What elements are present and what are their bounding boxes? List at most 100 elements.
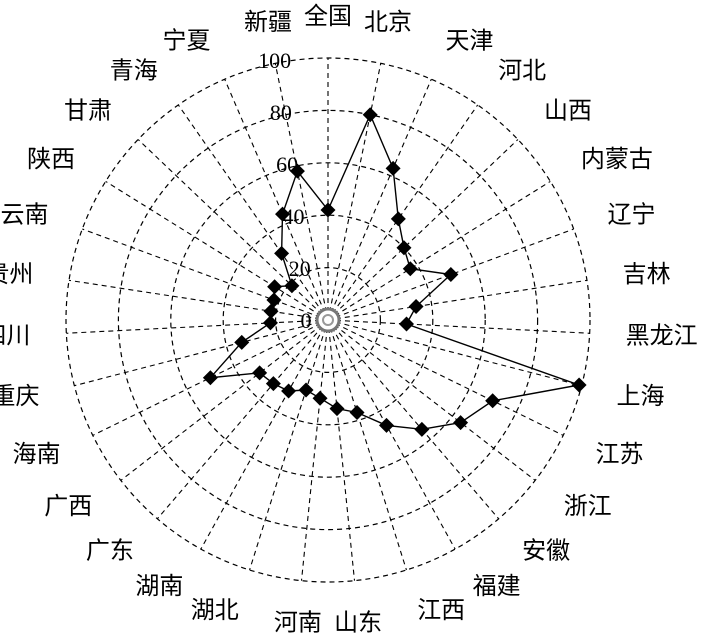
category-label: 湖南 <box>135 572 183 600</box>
data-point-内蒙古 <box>402 261 418 277</box>
category-label: 甘肃 <box>64 97 112 125</box>
category-label: 浙江 <box>564 492 612 520</box>
grid-spoke <box>335 321 582 387</box>
category-label: 江苏 <box>596 440 644 468</box>
data-point-新疆 <box>289 163 305 179</box>
category-label: 陕西 <box>27 145 75 173</box>
grid-spoke <box>334 323 564 436</box>
grid-spoke <box>329 327 407 571</box>
grid-ring-80 <box>117 109 539 531</box>
category-label: 福建 <box>473 572 521 600</box>
category-label: 山东 <box>334 608 382 636</box>
grid-spoke <box>120 324 323 481</box>
grid-spoke <box>328 327 356 581</box>
category-label: 天津 <box>446 27 494 55</box>
grid-spoke <box>329 63 382 313</box>
grid-spoke <box>224 79 326 313</box>
data-point-上海 <box>571 377 587 393</box>
data-point-广西 <box>252 365 268 381</box>
grid-spoke <box>66 319 321 334</box>
category-label: 上海 <box>617 382 665 410</box>
data-point-甘肃 <box>284 278 300 294</box>
grid-ring-20 <box>275 267 382 374</box>
data-point-四川 <box>262 315 278 331</box>
series-line <box>208 112 582 431</box>
grid-spoke <box>331 326 456 550</box>
data-point-黑龙江 <box>398 316 414 332</box>
category-labels: 全国北京天津河北山西内蒙古辽宁吉林黑龙江上海江苏浙江安徽福建江西山东河南湖北湖南… <box>0 2 698 636</box>
category-label: 重庆 <box>0 382 40 410</box>
data-point-江西 <box>349 404 365 420</box>
category-label: 四川 <box>0 321 30 349</box>
data-point-吉林 <box>408 299 424 315</box>
category-label: 北京 <box>364 8 412 36</box>
data-point-山西 <box>396 240 412 256</box>
data-point-广东 <box>265 376 281 392</box>
grid-spoke <box>156 325 324 520</box>
radar-grid <box>65 57 591 583</box>
grid-ring-60 <box>170 162 486 478</box>
grid-spoke <box>177 104 324 314</box>
grid-spoke <box>333 139 519 315</box>
data-point-云南 <box>266 292 282 308</box>
data-point-陕西 <box>267 279 283 295</box>
grid-spoke <box>330 79 432 313</box>
grid-spoke <box>105 180 322 317</box>
data-point-青海 <box>274 245 290 261</box>
category-label: 广东 <box>86 537 134 565</box>
category-label: 海南 <box>13 440 61 468</box>
category-label: 贵州 <box>0 260 33 288</box>
data-point-宁夏 <box>275 206 291 222</box>
data-point-北京 <box>362 107 378 123</box>
grid-spoke <box>137 139 323 315</box>
category-label: 内蒙古 <box>581 145 653 173</box>
grid-spoke <box>200 326 325 550</box>
grid-spoke <box>332 325 500 520</box>
category-label: 全国 <box>304 2 352 30</box>
category-label: 江西 <box>417 596 465 624</box>
data-point-河南 <box>312 390 328 406</box>
grid-spoke <box>300 327 328 581</box>
grid-spoke <box>335 319 590 334</box>
data-point-贵州 <box>263 303 279 319</box>
category-label: 河北 <box>498 57 546 85</box>
data-point-河北 <box>390 211 406 227</box>
tick-label-40: 40 <box>282 204 304 229</box>
category-label: 宁夏 <box>163 27 211 55</box>
grid-spoke <box>274 63 327 313</box>
category-label: 黑龙江 <box>626 321 698 349</box>
grid-spoke <box>82 228 321 318</box>
grid-ring-40 <box>222 214 434 426</box>
data-point-海南 <box>202 370 218 386</box>
grid-spoke <box>333 324 536 481</box>
data-point-湖北 <box>298 382 314 398</box>
data-point-安徽 <box>414 421 430 437</box>
tick-label-0: 0 <box>301 308 312 333</box>
data-point-福建 <box>378 417 394 433</box>
tick-label-80: 80 <box>270 100 292 125</box>
category-label: 广西 <box>44 492 92 520</box>
category-label: 辽宁 <box>608 200 656 228</box>
grid-spoke <box>249 327 327 571</box>
grid-spoke <box>74 321 321 387</box>
data-point-江苏 <box>485 393 501 409</box>
grid-spoke <box>335 279 588 320</box>
data-point-全国 <box>320 202 336 218</box>
category-label: 湖北 <box>191 596 239 624</box>
category-label: 山西 <box>544 97 592 125</box>
tick-label-20: 20 <box>289 256 311 281</box>
grid-spoke <box>334 180 551 317</box>
data-point-浙江 <box>453 415 469 431</box>
data-point-湖南 <box>281 383 297 399</box>
grid-spoke <box>68 279 321 320</box>
category-label: 新疆 <box>244 8 292 36</box>
category-label: 河南 <box>274 608 322 636</box>
grid-spoke <box>332 104 479 314</box>
tick-label-100: 100 <box>258 48 291 73</box>
data-point-重庆 <box>234 334 250 350</box>
radar-series <box>202 107 587 437</box>
center-dot <box>322 314 334 326</box>
radar-center <box>315 307 341 333</box>
